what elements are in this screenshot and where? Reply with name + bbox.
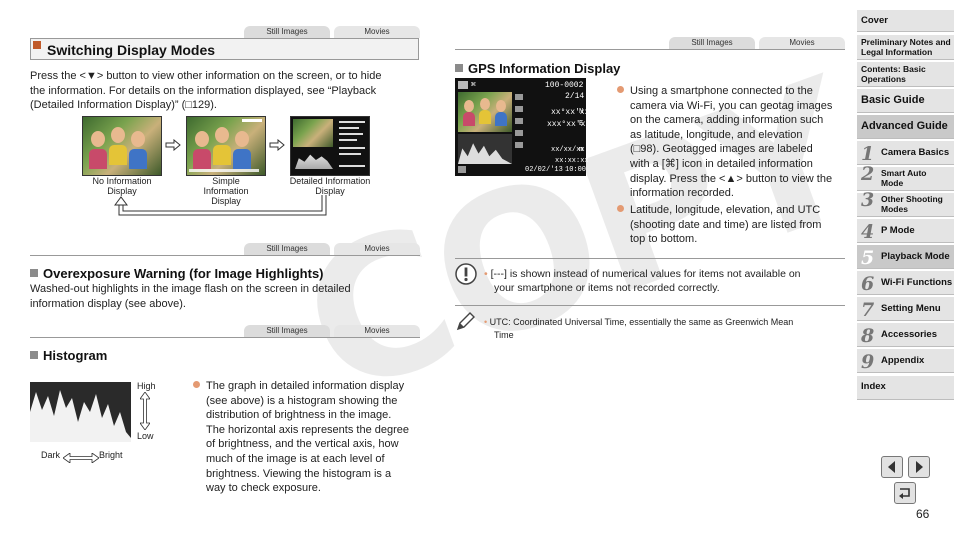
screen-lat-unit: N (579, 108, 584, 116)
screen-elevation: xx/xx/xx (551, 146, 585, 154)
pencil-icon (455, 310, 477, 332)
caption-no-info: No Information Display (92, 176, 152, 196)
tab-movies: Movies (334, 325, 420, 337)
tab-still-images: Still Images (244, 243, 330, 255)
thumb-detailed-info (290, 116, 370, 176)
section-header-switching: Switching Display Modes (30, 38, 419, 60)
sidebar-item-contents-basic[interactable]: Contents: Basic Operations (857, 62, 954, 87)
histogram-paragraph: The graph in detailed information displa… (193, 379, 425, 496)
tab-still-images: Still Images (244, 26, 330, 38)
triangle-right-icon (916, 461, 923, 473)
sidebar-item-preliminary-notes[interactable]: Preliminary Notes and Legal Information (857, 35, 954, 60)
caption-detailed-info: Detailed Information Display (289, 176, 371, 196)
switching-line-3: (Detailed Information Display)” (□129). (30, 99, 217, 112)
tabs-overexposure: Still Images Movies (244, 243, 420, 255)
tab-still-images: Still Images (669, 37, 755, 49)
section-marker-icon (30, 351, 38, 359)
screen-lon-unit: E (579, 120, 584, 128)
switching-line-1: Press the <▼> button to view other infor… (30, 70, 382, 82)
gps-paragraph-2: Latitude, longitude, elevation, and UTC … (617, 203, 849, 247)
next-page-button[interactable] (908, 456, 930, 478)
screen-file-number: 100-0002 (545, 81, 584, 90)
divider (455, 258, 845, 259)
bullet-icon (617, 205, 624, 212)
screen-utc: xx:xx:xx (555, 157, 589, 165)
arrow-right-icon (269, 138, 285, 152)
sidebar-item-cover[interactable]: Cover (857, 10, 954, 32)
screen-date: 02/02/'13 (525, 166, 563, 174)
hist-low-label: Low (137, 431, 154, 441)
screen-elevation-unit: m (579, 146, 584, 154)
tab-still-images: Still Images (244, 325, 330, 337)
tabs-switching: Still Images Movies (244, 26, 420, 38)
hist-bright-label: Bright (99, 450, 123, 460)
memo-note: • UTC: Coordinated Universal Time, essen… (484, 317, 794, 340)
return-arrow-icon (112, 194, 330, 218)
hist-dark-label: Dark (41, 450, 61, 460)
screen-histogram (458, 134, 512, 164)
divider (30, 255, 420, 256)
switching-paragraph: Press the <▼> button to view other infor… (30, 69, 420, 113)
bullet-icon (193, 381, 200, 388)
return-button[interactable] (894, 482, 916, 504)
overexposure-heading: Overexposure Warning (for Image Highligh… (30, 266, 324, 281)
divider (455, 49, 845, 50)
divider (455, 305, 845, 306)
thumb-no-info (82, 116, 162, 176)
gps-icon: ⌘ (471, 81, 476, 90)
screen-latitude: xx°xx'xx" (551, 108, 595, 117)
tabs-gps: Still Images Movies (669, 37, 845, 49)
switching-line-2: the information. For details on the info… (30, 84, 377, 97)
screen-image-count: 2/14 (565, 92, 585, 101)
section-marker-icon (33, 41, 41, 49)
sidebar-item-advanced-guide[interactable]: Advanced Guide (857, 115, 954, 139)
sidebar-item-index[interactable]: Index (857, 376, 954, 400)
hist-high-label: High (137, 381, 156, 391)
histogram-graphic (30, 382, 131, 442)
screen-time: 10:00 (565, 166, 587, 174)
bullet-icon (617, 86, 624, 93)
caution-icon (455, 263, 477, 285)
caution-note: • [---] is shown instead of numerical va… (484, 268, 801, 294)
vertical-arrow-icon (139, 391, 151, 431)
prev-page-button[interactable] (881, 456, 903, 478)
section-marker-icon (455, 64, 463, 72)
caption-simple-info: Simple Information Display (203, 176, 249, 206)
histogram-heading: Histogram (30, 348, 107, 363)
tab-movies: Movies (334, 243, 420, 255)
arrow-right-icon (165, 138, 181, 152)
divider (30, 337, 420, 338)
play-icon (458, 81, 468, 89)
thumb-simple-info (186, 116, 266, 176)
sidebar-item-basic-guide[interactable]: Basic Guide (857, 89, 954, 113)
gps-paragraph-1: Using a smartphone connected to the came… (617, 84, 849, 201)
page-title: Switching Display Modes (47, 42, 216, 58)
tabs-histogram: Still Images Movies (244, 325, 420, 337)
gps-heading: GPS Information Display (455, 61, 620, 76)
return-arrow-icon (899, 488, 910, 499)
screen-longitude: xxx°xx'xx" (547, 120, 596, 129)
tab-movies: Movies (759, 37, 845, 49)
overexposure-paragraph: Washed-out highlights in the image flash… (30, 283, 351, 310)
horizontal-arrow-icon (62, 450, 100, 464)
gps-screen-image: ⌘ 100-0002 2/14 xx°xx'xx" N xxx°xx'xx" E… (455, 78, 595, 176)
page-number: 66 (916, 507, 930, 521)
triangle-left-icon (888, 461, 895, 473)
tab-movies: Movies (334, 26, 420, 38)
section-marker-icon (30, 269, 38, 277)
